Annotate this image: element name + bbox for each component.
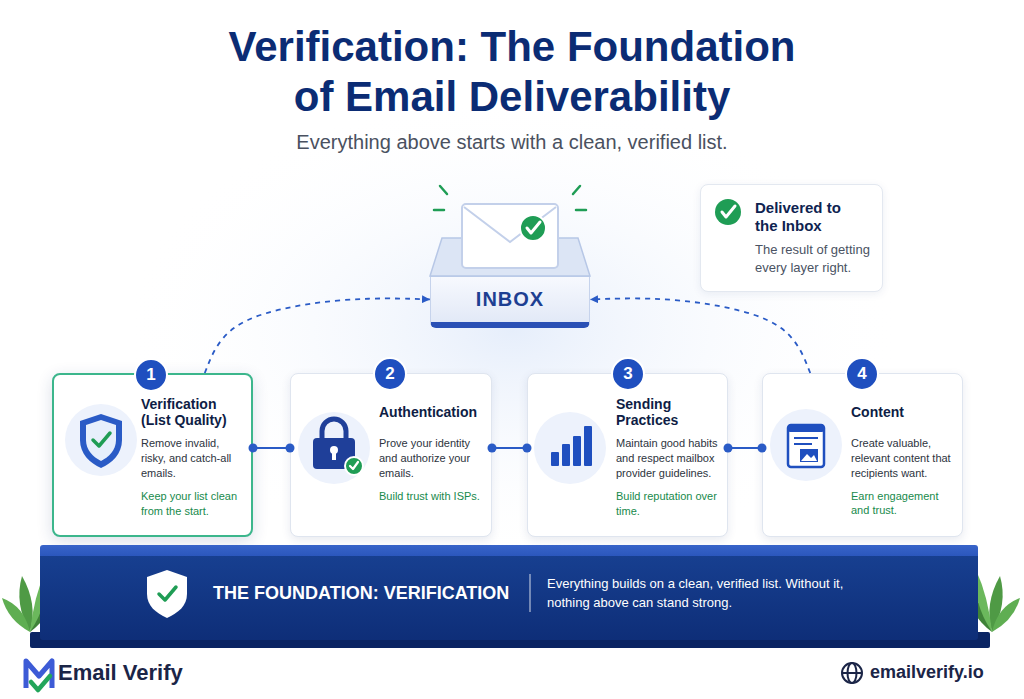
step-card: 3Sending PracticesMaintain good habits a… [527, 373, 728, 537]
connector-dot [523, 444, 532, 453]
envelope-icon [462, 204, 558, 268]
foundation-shield [147, 570, 187, 618]
connector-line [728, 447, 762, 449]
brand-name: Email Verify [58, 660, 183, 686]
sparkle-marks [434, 186, 586, 210]
card-body: Maintain good habits and respect mailbox… [616, 436, 721, 481]
card-tagline: Build reputation over time. [616, 489, 721, 519]
diagram-subtitle: Everything above starts with a clean, ve… [0, 131, 1024, 154]
connector-dot [758, 444, 767, 453]
step-number: 4 [845, 357, 879, 391]
connector-dot [724, 444, 733, 453]
shield-icon [65, 404, 137, 476]
connector-line [492, 447, 527, 449]
dashed-arrow [205, 298, 430, 373]
inbox-tray-back [430, 238, 590, 276]
bar-chart-icon [534, 412, 606, 484]
callout-body: The result of getting every layer right. [755, 241, 872, 277]
card-body: Create valuable, relevant content that r… [851, 436, 956, 481]
check-icon [715, 199, 741, 225]
card-body: Prove your identity and authorize your e… [379, 436, 485, 481]
band-divider [529, 574, 531, 612]
callout-heading: Delivered to the Inbox [755, 199, 855, 235]
step-card: 2AuthenticationProve your identity and a… [290, 373, 492, 537]
result-callout: Delivered to the InboxThe result of gett… [700, 184, 883, 292]
card-heading: Authentication [379, 396, 485, 428]
inbox-label: INBOX [476, 288, 544, 311]
card-tagline: Earn engagement and trust. [851, 489, 956, 519]
document-icon [770, 409, 842, 481]
website-url: emailverify.io [870, 662, 984, 683]
card-tagline: Keep your list clean from the start. [141, 489, 246, 519]
lock-icon [298, 412, 370, 484]
dashed-arrow [590, 298, 810, 373]
connector-dot [488, 444, 497, 453]
inbox-box: INBOX [430, 276, 590, 328]
card-heading: Verification (List Quality) [141, 396, 246, 428]
band-heading: THE FOUNDATION: VERIFICATION [213, 582, 509, 603]
globe-icon [842, 663, 862, 683]
step-number: 2 [373, 357, 407, 391]
connector-line [253, 447, 290, 449]
connector-dot [249, 444, 258, 453]
card-tagline: Build trust with ISPs. [379, 489, 485, 504]
diagram-title: Verification: The Foundation of Email De… [0, 22, 1024, 121]
band-body: Everything builds on a clean, verified l… [547, 573, 847, 612]
step-number: 3 [611, 357, 645, 391]
step-number: 1 [134, 358, 168, 392]
connector-dot [286, 444, 295, 453]
card-heading: Content [851, 396, 956, 428]
logo-mark [26, 661, 52, 690]
step-card: 4ContentCreate valuable, relevant conten… [762, 373, 963, 537]
foundation-band: THE FOUNDATION: VERIFICATION Everything b… [40, 545, 978, 640]
step-card: 1Verification (List Quality)Remove inval… [52, 373, 253, 537]
card-body: Remove invalid, risky, and catch-all ema… [141, 436, 246, 481]
card-heading: Sending Practices [616, 396, 721, 428]
